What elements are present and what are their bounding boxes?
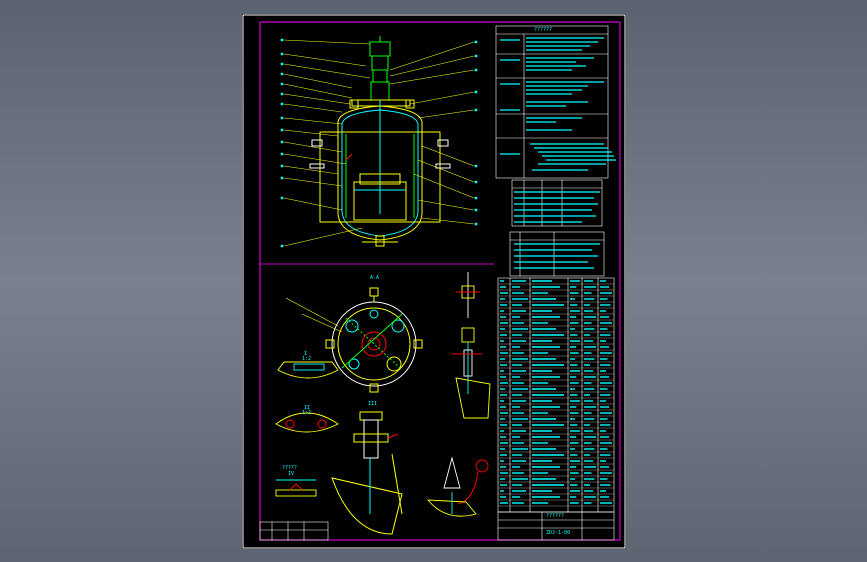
detail-3-label: IV [288,471,295,477]
part-table-small-text [514,243,600,269]
detail-small-column [452,272,491,419]
balloons [280,38,478,248]
detail-5 [331,411,403,535]
nozzle-table-text [514,191,600,223]
leader-lines-right [389,41,475,225]
detail-2 [275,412,339,433]
title-block-name: ?????? [546,513,565,519]
plan-view-label: A-A [370,275,380,281]
plan-view [325,287,423,393]
detail-4-label: ????? [282,465,298,471]
detail-1 [277,361,339,379]
plan-leaders [285,297,343,333]
detail-1-scale: 1:2 [302,356,312,362]
detail-2-scale: 1:2 [302,410,312,416]
tech-table [495,25,609,179]
bom-header-text: ?????? [534,27,553,33]
nozzle-table [511,179,603,227]
detail-5-label: III [368,401,378,407]
title-block [497,511,615,541]
revision-block [259,521,329,541]
tech-table-text [500,37,616,171]
vessel-elevation [309,36,451,247]
detail-1-label: I [304,351,308,357]
bom-table [497,277,615,513]
bom-rows [498,283,614,507]
cad-canvas [242,14,626,549]
detail-2-label: II [304,405,311,411]
detail-gauge [427,456,489,517]
part-table-small [509,231,605,277]
detail-3 [275,479,317,497]
drawing-border [259,21,621,541]
drawing-sheet: ?????? ?????? ZDJ-1-00 A-A I 1:2 II 1:2 … [242,14,626,549]
bom-text [500,280,612,504]
outer-frame [242,14,626,549]
leader-lines-left [283,39,371,247]
title-block-code: ZDJ-1-00 [546,530,571,536]
